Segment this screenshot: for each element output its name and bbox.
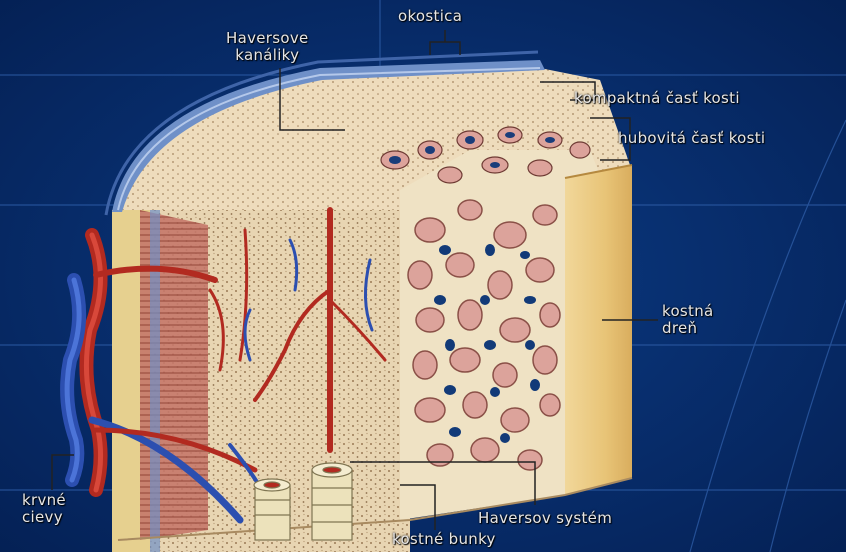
label-haversov-system: Haversov systém [478,510,612,527]
label-krvne-cievy: krvné cievy [22,492,66,526]
label-okostica: okostica [398,8,462,25]
label-hubovita-cast-kosti: hubovitá časť kosti [618,130,765,147]
label-haversove-kanaliky: Haversove kanáliky [226,30,309,64]
label-kostna-dren: kostná dreň [662,303,714,337]
marrow-strip [565,165,632,495]
label-kostne-bunky: kostné bunky [392,531,496,548]
label-kompaktna-cast-kosti: kompaktná časť kosti [574,90,740,107]
